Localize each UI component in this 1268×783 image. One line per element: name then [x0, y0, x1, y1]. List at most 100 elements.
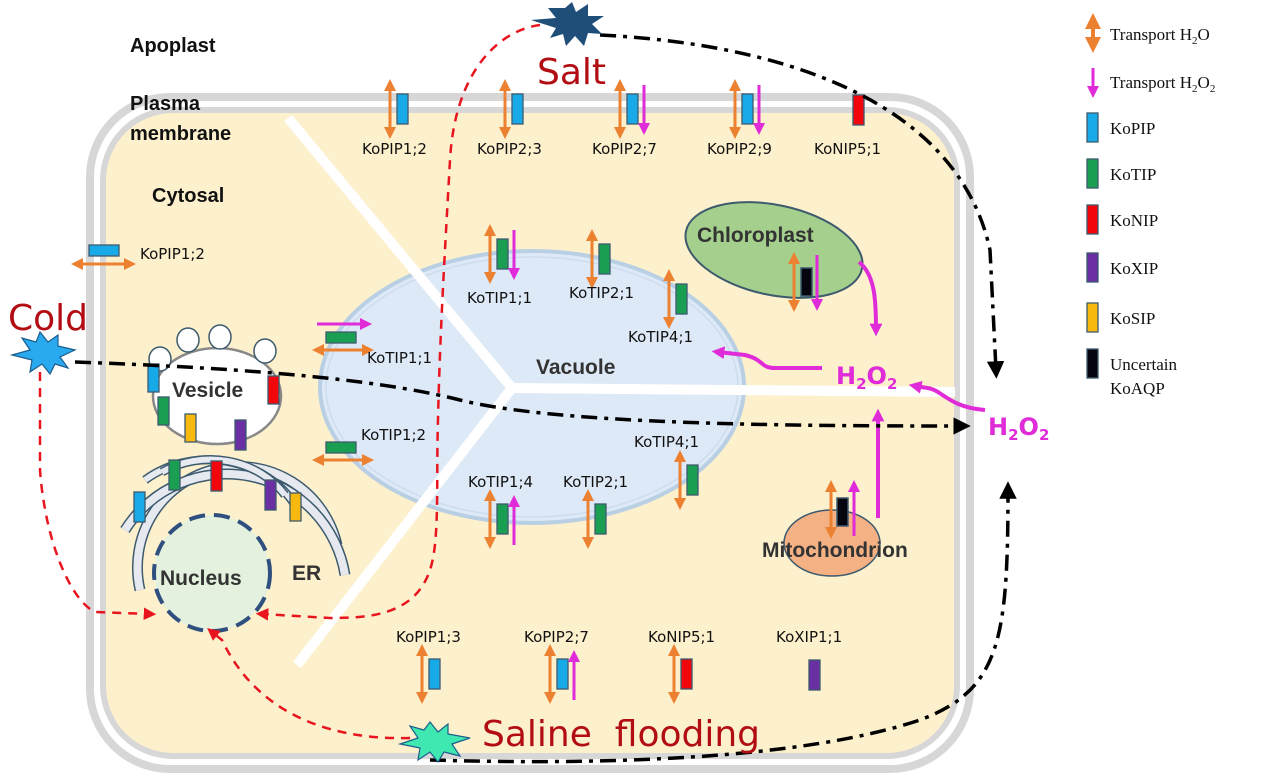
- salt-label: Salt: [537, 52, 606, 93]
- chloroplast: Chloroplast: [684, 201, 864, 312]
- legend-label: Transport H2O2: [1110, 73, 1215, 95]
- protein-label: KoTIP1;2: [361, 426, 426, 444]
- cold-label: Cold: [8, 298, 88, 339]
- tip-channel: [686, 464, 699, 496]
- protein-label: KoTIP1;1: [367, 349, 432, 367]
- tip-box-icon: [1086, 158, 1099, 189]
- nip-channel: [210, 460, 223, 492]
- aquaporin-kotip2-1: KoTIP2;1: [569, 229, 634, 302]
- region-plasma-membrane-2: membrane: [130, 123, 231, 145]
- legend-label: KoXIP: [1110, 259, 1158, 278]
- h2o2-to-vacuole-arrow: [711, 346, 822, 370]
- uncertain-aqp-channel: [836, 497, 849, 527]
- nip-channel: [852, 94, 865, 126]
- pip-channel: [428, 658, 441, 690]
- aquaporin-kotip4-1: KoTIP4;1: [628, 269, 693, 346]
- uncertain-box-icon: [1086, 348, 1099, 379]
- tip-channel: [325, 331, 357, 344]
- aquaporin-kopip2-9: KoPIP2;9: [707, 79, 772, 158]
- sip-channel: [289, 492, 302, 522]
- protein-label: KoTIP2;1: [563, 473, 628, 491]
- tip-channel: [675, 283, 688, 315]
- nip-channel: [680, 658, 693, 690]
- sip-channel: [184, 413, 197, 443]
- legend-item-sip-box: KoSIP: [1086, 302, 1155, 333]
- h2o2-external: H2O2: [988, 413, 1049, 444]
- salt-burst-icon: [531, 2, 604, 46]
- external-to-internal-h2o2-arrow: [908, 380, 986, 412]
- legend-label: Transport H2O: [1110, 25, 1210, 47]
- pip-channel: [741, 93, 754, 125]
- aquaporin-kotip4-1: KoTIP4;1: [634, 433, 699, 510]
- tip-channel: [325, 441, 357, 454]
- pip-channel: [511, 93, 524, 125]
- protein-label: KoTIP2;1: [569, 284, 634, 302]
- aquaporin-kotip1-4: KoTIP1;4: [468, 473, 533, 549]
- vacuole-label: Vacuole: [536, 356, 615, 379]
- aquaporin-konip5-1: KoNIP5;1: [648, 628, 715, 704]
- salt-to-h2o2-path: [599, 33, 1005, 379]
- pip-box-icon: [1086, 112, 1099, 143]
- legend-item-tip-box: KoTIP: [1086, 158, 1156, 189]
- aquaporin-left-kotip1-1: KoTIP1;1: [312, 318, 432, 367]
- aquaporin-kotip1-1: KoTIP1;1: [467, 224, 532, 307]
- protein-label: KoPIP2;9: [707, 140, 772, 158]
- protein-label: KoPIP1;2: [362, 140, 427, 158]
- section-dividers: [284, 114, 956, 669]
- er-label: ER: [292, 562, 321, 585]
- cold-signal-path: [38, 372, 157, 621]
- protein-label: KoTIP4;1: [628, 328, 693, 346]
- legend-label: KoSIP: [1110, 309, 1155, 328]
- aquaporin-kopip1-2: KoPIP1;2: [362, 79, 427, 158]
- aquaporin-koxip1-1: KoXIP1;1: [776, 628, 842, 691]
- legend-item-water-arrow: Transport H2O: [1085, 13, 1210, 53]
- chloroplast-label: Chloroplast: [697, 224, 814, 247]
- chloroplast-to-h2o2-arrow: [857, 260, 883, 337]
- aquaporin-kotip2-1: KoTIP2;1: [563, 473, 628, 549]
- protein-label: KoPIP1;3: [396, 628, 461, 646]
- er-channels: [133, 459, 302, 523]
- aquaporin-kopip2-3: KoPIP2;3: [477, 79, 542, 158]
- nucleus: Nucleus: [152, 513, 272, 633]
- saline-flooding-stress: Saline flooding: [397, 714, 760, 764]
- protein-label: KoPIP1;2: [140, 245, 205, 263]
- xip-channel: [808, 659, 821, 691]
- protein-label: KoNIP5;1: [648, 628, 715, 646]
- protein-label: KoXIP1;1: [776, 628, 842, 646]
- mitochondrion: Mitochondrion: [762, 480, 908, 577]
- nip-channel: [267, 375, 280, 405]
- nucleus-label: Nucleus: [160, 567, 242, 590]
- aquaporin-kopip1-3: KoPIP1;3: [396, 628, 461, 704]
- protein-label: KoTIP1;1: [467, 289, 532, 307]
- tip-channel: [496, 503, 509, 535]
- aquaporin-konip5-1: KoNIP5;1: [814, 94, 881, 158]
- signal-paths: [38, 23, 1017, 764]
- vesicle-label: Vesicle: [172, 379, 243, 402]
- protein-label: KoTIP4;1: [634, 433, 699, 451]
- tip-channel: [168, 459, 181, 491]
- legend-label-line2: KoAQP: [1110, 379, 1165, 398]
- nip-box-icon: [1086, 204, 1099, 235]
- legend-label: Uncertain: [1110, 355, 1178, 374]
- protein-label: KoPIP2;7: [592, 140, 657, 158]
- aquaporin-cytosol-kopip1-2: KoPIP1;2: [71, 244, 205, 270]
- protein-label: KoNIP5;1: [814, 140, 881, 158]
- legend-item-nip-box: KoNIP: [1086, 204, 1158, 235]
- cold-stress: Cold: [8, 298, 88, 376]
- saline-flooding-signal-path: [207, 628, 411, 740]
- legend-item-pip-box: KoPIP: [1086, 112, 1155, 143]
- uncertain-aqp-channel: [800, 267, 813, 297]
- tip-channel: [598, 243, 611, 275]
- h2o2-internal: H2O2: [836, 362, 897, 393]
- pip-channel: [556, 658, 569, 690]
- xip-box-icon: [1086, 252, 1099, 283]
- xip-channel: [234, 419, 247, 451]
- aquaporin-kopip2-7: KoPIP2;7: [592, 79, 657, 158]
- cold-burst-icon: [9, 330, 77, 376]
- sip-box-icon: [1086, 302, 1099, 333]
- region-cytosal: Cytosal: [152, 185, 224, 207]
- pip-channel: [396, 93, 409, 125]
- legend-label: KoNIP: [1110, 211, 1158, 230]
